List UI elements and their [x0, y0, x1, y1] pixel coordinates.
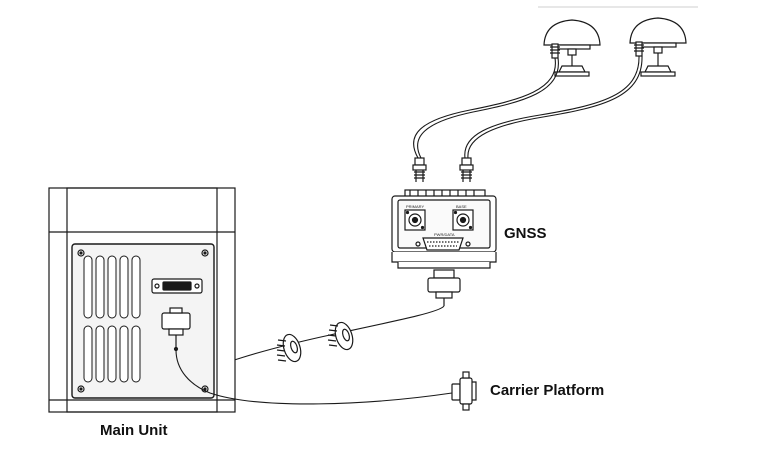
main-unit-vents: [83, 255, 141, 383]
gnss-port-base-label: BASE: [456, 204, 467, 209]
antenna-cable-right: [464, 55, 643, 159]
gnss-port-pwr-data-label: PWR/DATA: [434, 232, 455, 237]
main-unit: [48, 187, 236, 413]
main-unit-rear-panel: [71, 243, 215, 399]
carrier-platform-connector: [451, 371, 477, 411]
ferrite-core-upper: [327, 321, 354, 351]
gnss-antenna-connector-left: [412, 157, 427, 182]
antenna-cable-left: [413, 57, 559, 159]
carrier-platform-cable: [175, 349, 453, 405]
antenna-right: [629, 17, 687, 77]
gnss-label: GNSS: [504, 225, 547, 242]
gnss-port-pwr-data: [415, 237, 471, 251]
ferrite-core-lower: [276, 333, 302, 363]
gnss-cable-connector: [427, 269, 461, 306]
gnss-port-base: [452, 209, 474, 231]
gnss-port-primary-label: PRIMARY: [406, 204, 424, 209]
main-unit-label: Main Unit: [100, 422, 168, 439]
gnss-receiver: PRIMARY BASE PWR/DATA: [391, 189, 497, 269]
antenna-left: [543, 19, 601, 77]
gnss-port-primary: [404, 209, 426, 231]
gnss-antenna-connector-right: [459, 157, 474, 182]
main-unit-port: [151, 278, 203, 294]
carrier-platform-label: Carrier Platform: [490, 382, 605, 399]
